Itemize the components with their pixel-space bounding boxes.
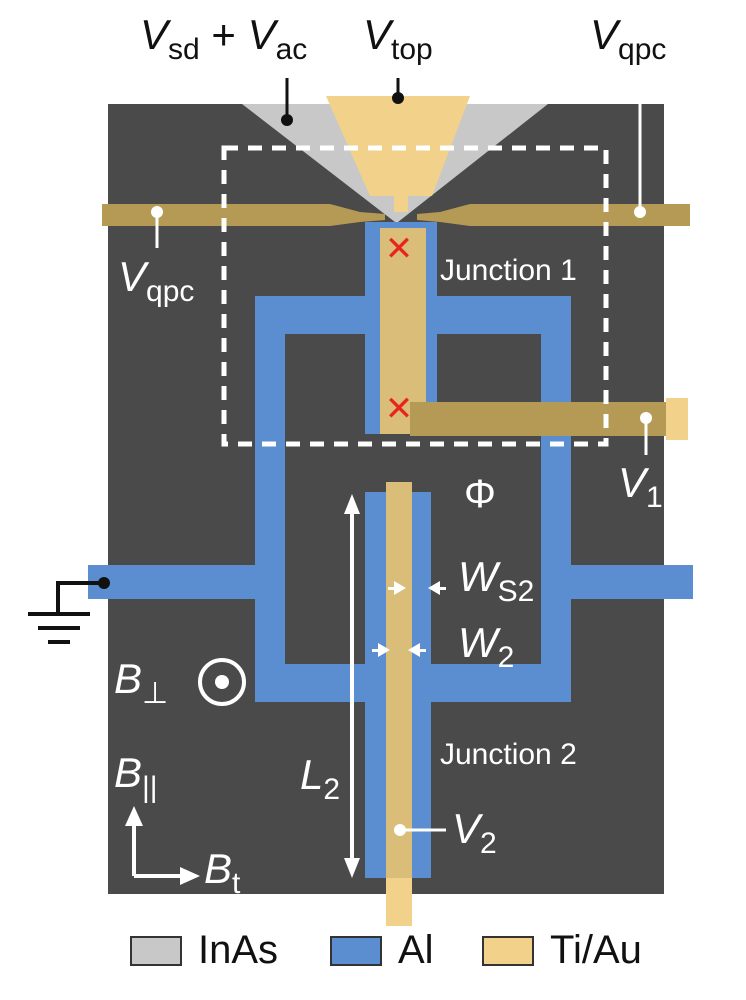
bperp-dot-symbol [198,658,246,706]
v1-gate-line [410,402,686,436]
vtop-label: Vtop [363,11,433,66]
bt-label: Bt [204,845,241,900]
w2-label: W2 [458,619,515,674]
qpc-gates [102,204,690,226]
vsd-vac-label: Vsd + Vac [140,11,308,66]
l2-arrow [344,494,360,878]
junction1-lower-mark: ✕ [385,389,414,429]
l2-label: L2 [300,751,341,806]
ground-pin [98,577,110,589]
vqpc-right-pin [634,206,646,218]
junction1-label: Junction 1 [440,254,577,287]
vtop-pin [392,92,404,104]
junction1-dashed-box [221,145,609,447]
ws2-label: WS2 [458,553,535,608]
vsd-pin [281,114,293,126]
vqpc-right-label: Vqpc [590,11,667,66]
w2-arrows [372,643,426,657]
legend-label-inas: InAs [198,928,279,972]
top-gate [326,96,470,212]
vqpc-left-pin [151,206,163,218]
bperp-label: B⊥ [114,655,169,710]
ws2-arrows [388,581,446,595]
legend-label-tiau: Ti/Au [550,928,642,972]
v2-label: V2 [452,805,497,860]
v1-pin [640,412,652,424]
v2-pin [394,824,406,836]
flux-label: Φ [464,472,496,516]
ground-symbol [28,581,104,644]
tiau-junction1 [380,228,426,434]
legend-swatch-tiau [482,936,534,966]
field-axes [125,806,200,885]
junction2-label: Junction 2 [440,738,577,771]
v1-gate-end [666,398,688,440]
tiau-junction2 [386,482,412,926]
legend-swatch-al [330,936,382,966]
legend-label-al: Al [398,928,434,972]
vqpc-left-label: Vqpc [118,253,195,308]
tiau-junction2-tail [386,878,412,926]
v1-label: V1 [618,459,663,514]
legend-swatch-inas [130,936,182,966]
junction1-upper-mark: ✕ [385,229,414,269]
bpar-label: B|| [114,749,158,804]
